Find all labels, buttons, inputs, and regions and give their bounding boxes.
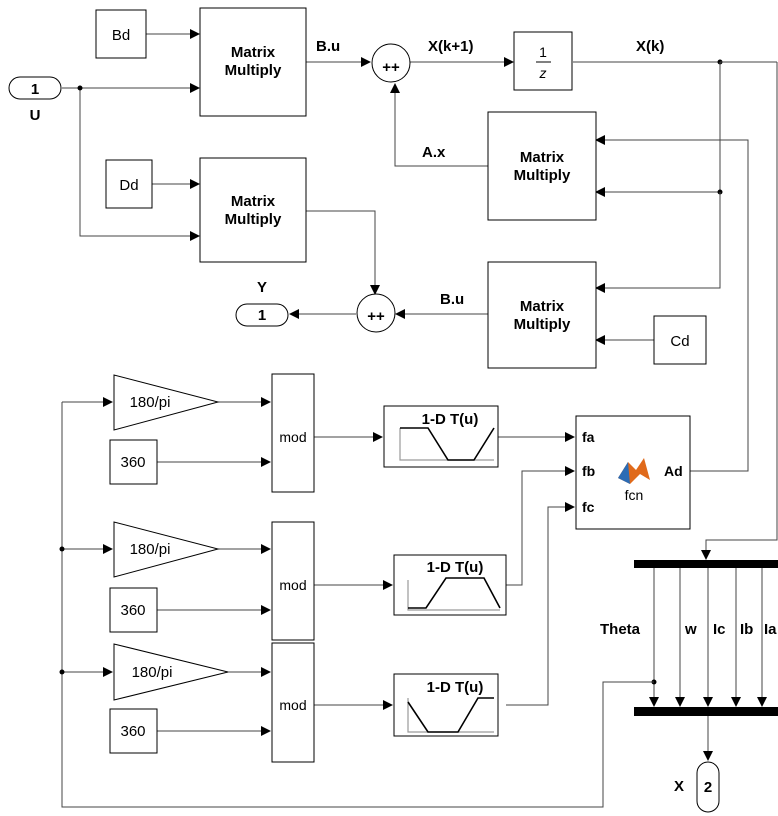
matrix-multiply-2[interactable]: Matrix Multiply xyxy=(199,157,307,263)
signal-label-w: w xyxy=(684,621,697,638)
line-ax-to-sum1 xyxy=(390,83,488,167)
signal-label-ib: Ib xyxy=(740,621,753,638)
lookup-table-3[interactable]: 1-D T(u) xyxy=(393,673,499,737)
constant-cd[interactable]: Cd xyxy=(653,315,707,365)
fcn-input-fb: fb xyxy=(582,463,595,479)
inport-u-label: U xyxy=(30,107,41,124)
mm1-line1: Matrix xyxy=(231,44,276,61)
mod3-label: mod xyxy=(279,697,306,713)
line-theta-loop xyxy=(61,402,604,808)
fcn-name: fcn xyxy=(625,487,644,503)
inport-u[interactable]: 1 U xyxy=(8,76,62,124)
signal-label-xk: X(k) xyxy=(636,38,664,55)
mod-block-3[interactable]: mod xyxy=(271,642,315,763)
inport-u-number: 1 xyxy=(31,81,39,98)
constant-dd[interactable]: Dd xyxy=(105,159,153,209)
constant-bd-label: Bd xyxy=(112,27,130,44)
outport-y[interactable]: Y 1 xyxy=(235,279,289,327)
constant-dd-label: Dd xyxy=(119,177,138,194)
lookup-table-1[interactable]: 1-D T(u) xyxy=(383,405,499,468)
fcn-input-fc: fc xyxy=(582,499,595,515)
matlab-function-block[interactable]: fa fb fc Ad fcn xyxy=(575,415,691,530)
mod-block-1[interactable]: mod xyxy=(271,373,315,493)
sum2-signs: ++ xyxy=(367,308,385,325)
mm2-line2: Multiply xyxy=(225,211,282,228)
fcn-input-fa: fa xyxy=(582,429,595,445)
outport-x-number: 2 xyxy=(704,779,712,796)
line-xk-to-demux xyxy=(701,62,778,560)
signal-label-theta: Theta xyxy=(600,621,641,638)
sum-block-1[interactable]: ++ xyxy=(371,43,411,83)
constant-360-2[interactable]: 360 xyxy=(109,587,158,633)
line-mm2-to-sum2 xyxy=(306,210,380,295)
unit-delay-numerator: 1 xyxy=(539,44,547,60)
mm4-line2: Multiply xyxy=(514,316,571,333)
constant-bd[interactable]: Bd xyxy=(95,9,147,59)
lut3-curve xyxy=(407,697,494,733)
mod1-label: mod xyxy=(279,429,306,445)
outport-x-label: X xyxy=(674,778,684,795)
mm3-line2: Multiply xyxy=(514,167,571,184)
branch-point xyxy=(59,546,65,552)
signal-label-ic: Ic xyxy=(713,621,726,638)
mod2-label: mod xyxy=(279,577,306,593)
outport-y-number: 1 xyxy=(258,307,266,324)
line-xk-to-mm3 xyxy=(595,62,721,197)
gain3-label: 180/pi xyxy=(132,664,173,681)
matrix-multiply-4[interactable]: Matrix Multiply xyxy=(487,261,597,369)
constant-360-1-label: 360 xyxy=(120,454,145,471)
signal-lines xyxy=(59,29,778,808)
matrix-multiply-1[interactable]: Matrix Multiply xyxy=(199,7,307,117)
gain-block-3[interactable]: 180/pi xyxy=(113,643,229,701)
fcn-output-ad: Ad xyxy=(664,463,683,479)
demux-bar[interactable] xyxy=(634,560,778,568)
lut2-axis xyxy=(407,580,500,611)
constant-360-2-label: 360 xyxy=(120,602,145,619)
gain-block-2[interactable]: 180/pi xyxy=(113,521,220,578)
matrix-multiply-3[interactable]: Matrix Multiply xyxy=(487,111,597,221)
mm4-line1: Matrix xyxy=(520,298,565,315)
branch-point xyxy=(59,669,65,675)
lut3-axis xyxy=(407,698,494,733)
lut2-curve xyxy=(408,577,501,609)
signal-label-ax: A.x xyxy=(422,144,446,161)
sum-block-2[interactable]: ++ xyxy=(356,293,396,333)
gain-block-1[interactable]: 180/pi xyxy=(113,374,220,431)
outport-x[interactable]: X 2 xyxy=(674,761,720,813)
signal-label-ia: Ia xyxy=(764,621,777,638)
lut1-curve xyxy=(400,427,495,461)
line-lut3-to-fc xyxy=(506,502,575,706)
line-ad-to-mm3 xyxy=(595,135,749,472)
gain2-label: 180/pi xyxy=(130,541,171,558)
mm1-line2: Multiply xyxy=(225,62,282,79)
constant-cd-label: Cd xyxy=(670,333,689,350)
constant-360-1[interactable]: 360 xyxy=(109,439,158,485)
gain1-label: 180/pi xyxy=(130,394,171,411)
line-lut2-to-fb xyxy=(506,466,575,586)
mm2-line1: Matrix xyxy=(231,193,276,210)
mod-block-2[interactable]: mod xyxy=(271,521,315,641)
line-u-to-mm2 xyxy=(79,88,200,241)
lut3-label: 1-D T(u) xyxy=(427,679,484,696)
line-xk-to-mm4 xyxy=(595,192,721,293)
mm3-line1: Matrix xyxy=(520,149,565,166)
matlab-logo-icon xyxy=(618,458,650,484)
signal-label-xk1: X(k+1) xyxy=(428,38,473,55)
branch-point xyxy=(77,85,83,91)
signal-label-bu-bottom: B.u xyxy=(440,291,464,308)
outport-y-label: Y xyxy=(257,279,267,296)
line-theta-tap xyxy=(602,681,654,766)
constant-360-3[interactable]: 360 xyxy=(109,708,158,754)
mux-bar[interactable] xyxy=(634,707,778,716)
lut2-label: 1-D T(u) xyxy=(427,559,484,576)
lut1-label: 1-D T(u) xyxy=(422,411,479,428)
unit-delay-block[interactable]: 1 z xyxy=(513,31,573,91)
sum1-signs: ++ xyxy=(382,59,400,76)
lookup-table-2[interactable]: 1-D T(u) xyxy=(393,554,507,616)
constant-360-3-label: 360 xyxy=(120,723,145,740)
signal-label-bu-top: B.u xyxy=(316,38,340,55)
unit-delay-denominator: z xyxy=(539,65,547,81)
